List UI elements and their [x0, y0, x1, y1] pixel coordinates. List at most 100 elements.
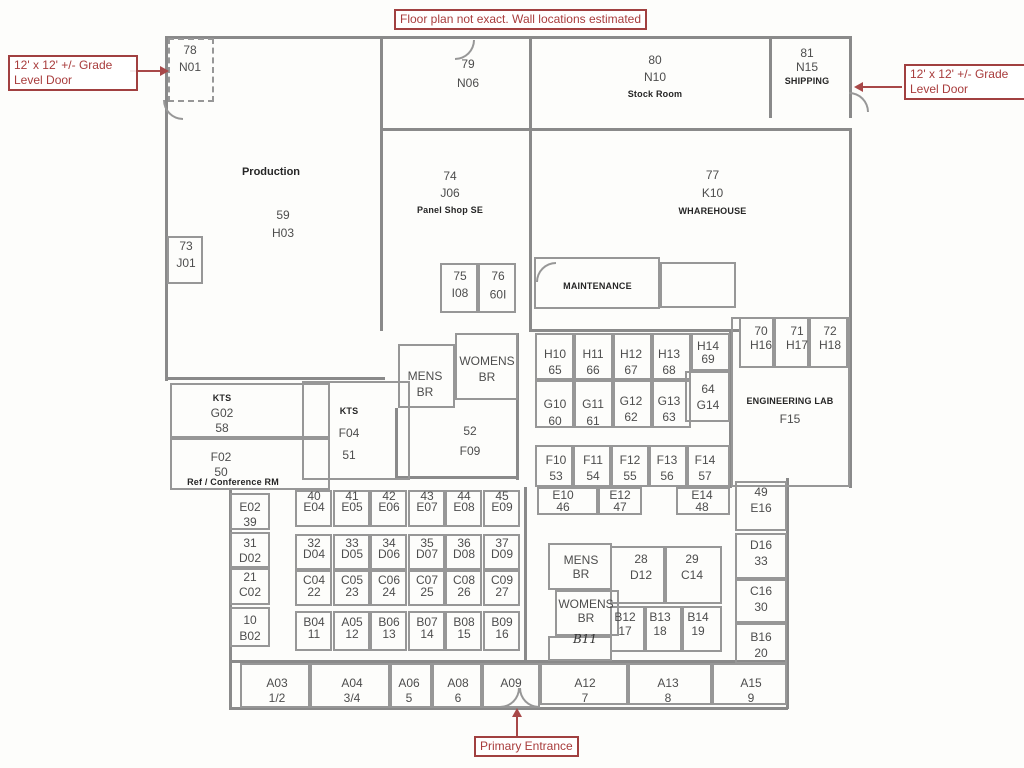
wall-segment [165, 36, 852, 39]
wall-segment [382, 128, 851, 131]
label-line: 60 [548, 414, 562, 428]
box-cell-g12 [613, 380, 652, 428]
label-line: E07 [416, 500, 438, 514]
label-line: 41 [345, 489, 359, 503]
label-line: 61 [586, 414, 600, 428]
label-line: 72 [823, 324, 837, 338]
box-mens-br-left [398, 344, 455, 408]
box-cell-g11 [574, 380, 613, 428]
label-line: 67 [624, 363, 638, 377]
label-line: BR [577, 611, 595, 625]
box-cell-h11 [574, 333, 613, 380]
box-cell-a09 [482, 663, 540, 708]
label-line: E09 [491, 500, 513, 514]
label-line: B02 [239, 629, 261, 643]
label-line: 14 [420, 627, 434, 641]
wall-segment [786, 478, 789, 709]
label-line: MENS [407, 369, 443, 383]
label-line: 59 [276, 208, 290, 222]
label-line: J06 [440, 186, 460, 200]
box-room-f02 [170, 438, 330, 490]
label-line: BR [478, 370, 496, 384]
box-cell-e07 [408, 490, 445, 527]
left-door-arrowhead-icon [160, 66, 169, 76]
label-line: ENGINEERING LAB [746, 396, 834, 406]
box-cell-h14 [691, 333, 730, 371]
label-line: E04 [303, 500, 325, 514]
label-line: 70 [754, 324, 768, 338]
box-cell-a08 [432, 663, 482, 708]
label-line: E05 [341, 500, 363, 514]
label-line: SHIPPING [784, 76, 830, 86]
box-cell-e06 [370, 490, 407, 527]
label-line: E12 [609, 488, 631, 502]
label-line: F15 [779, 412, 801, 426]
label-line: 34 [382, 536, 396, 550]
box-cell-f12 [611, 445, 649, 487]
label-line: 49 [754, 485, 768, 499]
label-line: 20 [754, 646, 768, 660]
box-room-29 [665, 546, 722, 604]
label-line: D08 [452, 547, 475, 561]
box-cell-g10 [535, 380, 574, 428]
wall-segment [229, 660, 789, 663]
label-line: N01 [178, 60, 201, 74]
label-line: D07 [415, 547, 438, 561]
label-line: 75 [453, 269, 467, 283]
label-line: H17 [785, 338, 808, 352]
label-line: F13 [656, 453, 678, 467]
label-line: 36 [457, 536, 471, 550]
box-cell-c09 [483, 570, 520, 606]
wall-segment [516, 333, 519, 480]
label-line: F10 [545, 453, 567, 467]
label-line: 33 [754, 554, 768, 568]
label-line: 13 [382, 627, 396, 641]
box-cell-c05 [333, 570, 370, 606]
entrance-note: Primary Entrance [474, 736, 579, 757]
label-line: E10 [552, 488, 574, 502]
left-door-note: 12' x 12' +/- Grade Level Door [8, 55, 138, 91]
label-line: Production [241, 166, 301, 178]
label-line: 31 [243, 536, 257, 550]
label-line: B04 [303, 615, 325, 629]
box-cell-c04 [295, 570, 332, 606]
label-line: E02 [239, 500, 261, 514]
box-cell-d06 [370, 534, 407, 570]
box-cell-f10 [535, 445, 573, 487]
label-line: 23 [345, 585, 359, 599]
label-line: 12 [345, 627, 359, 641]
label-line: B13 [649, 610, 671, 624]
label-line: Stock Room [627, 89, 683, 99]
label-line: D09 [490, 547, 513, 561]
label-line: C09 [490, 573, 513, 587]
label-line: 11 [307, 627, 321, 641]
box-cell-h12 [613, 333, 652, 380]
label-line: G14 [696, 398, 720, 412]
box-cell-g13 [652, 380, 691, 428]
label-line: B14 [687, 610, 709, 624]
label-line: 10 [243, 613, 257, 627]
